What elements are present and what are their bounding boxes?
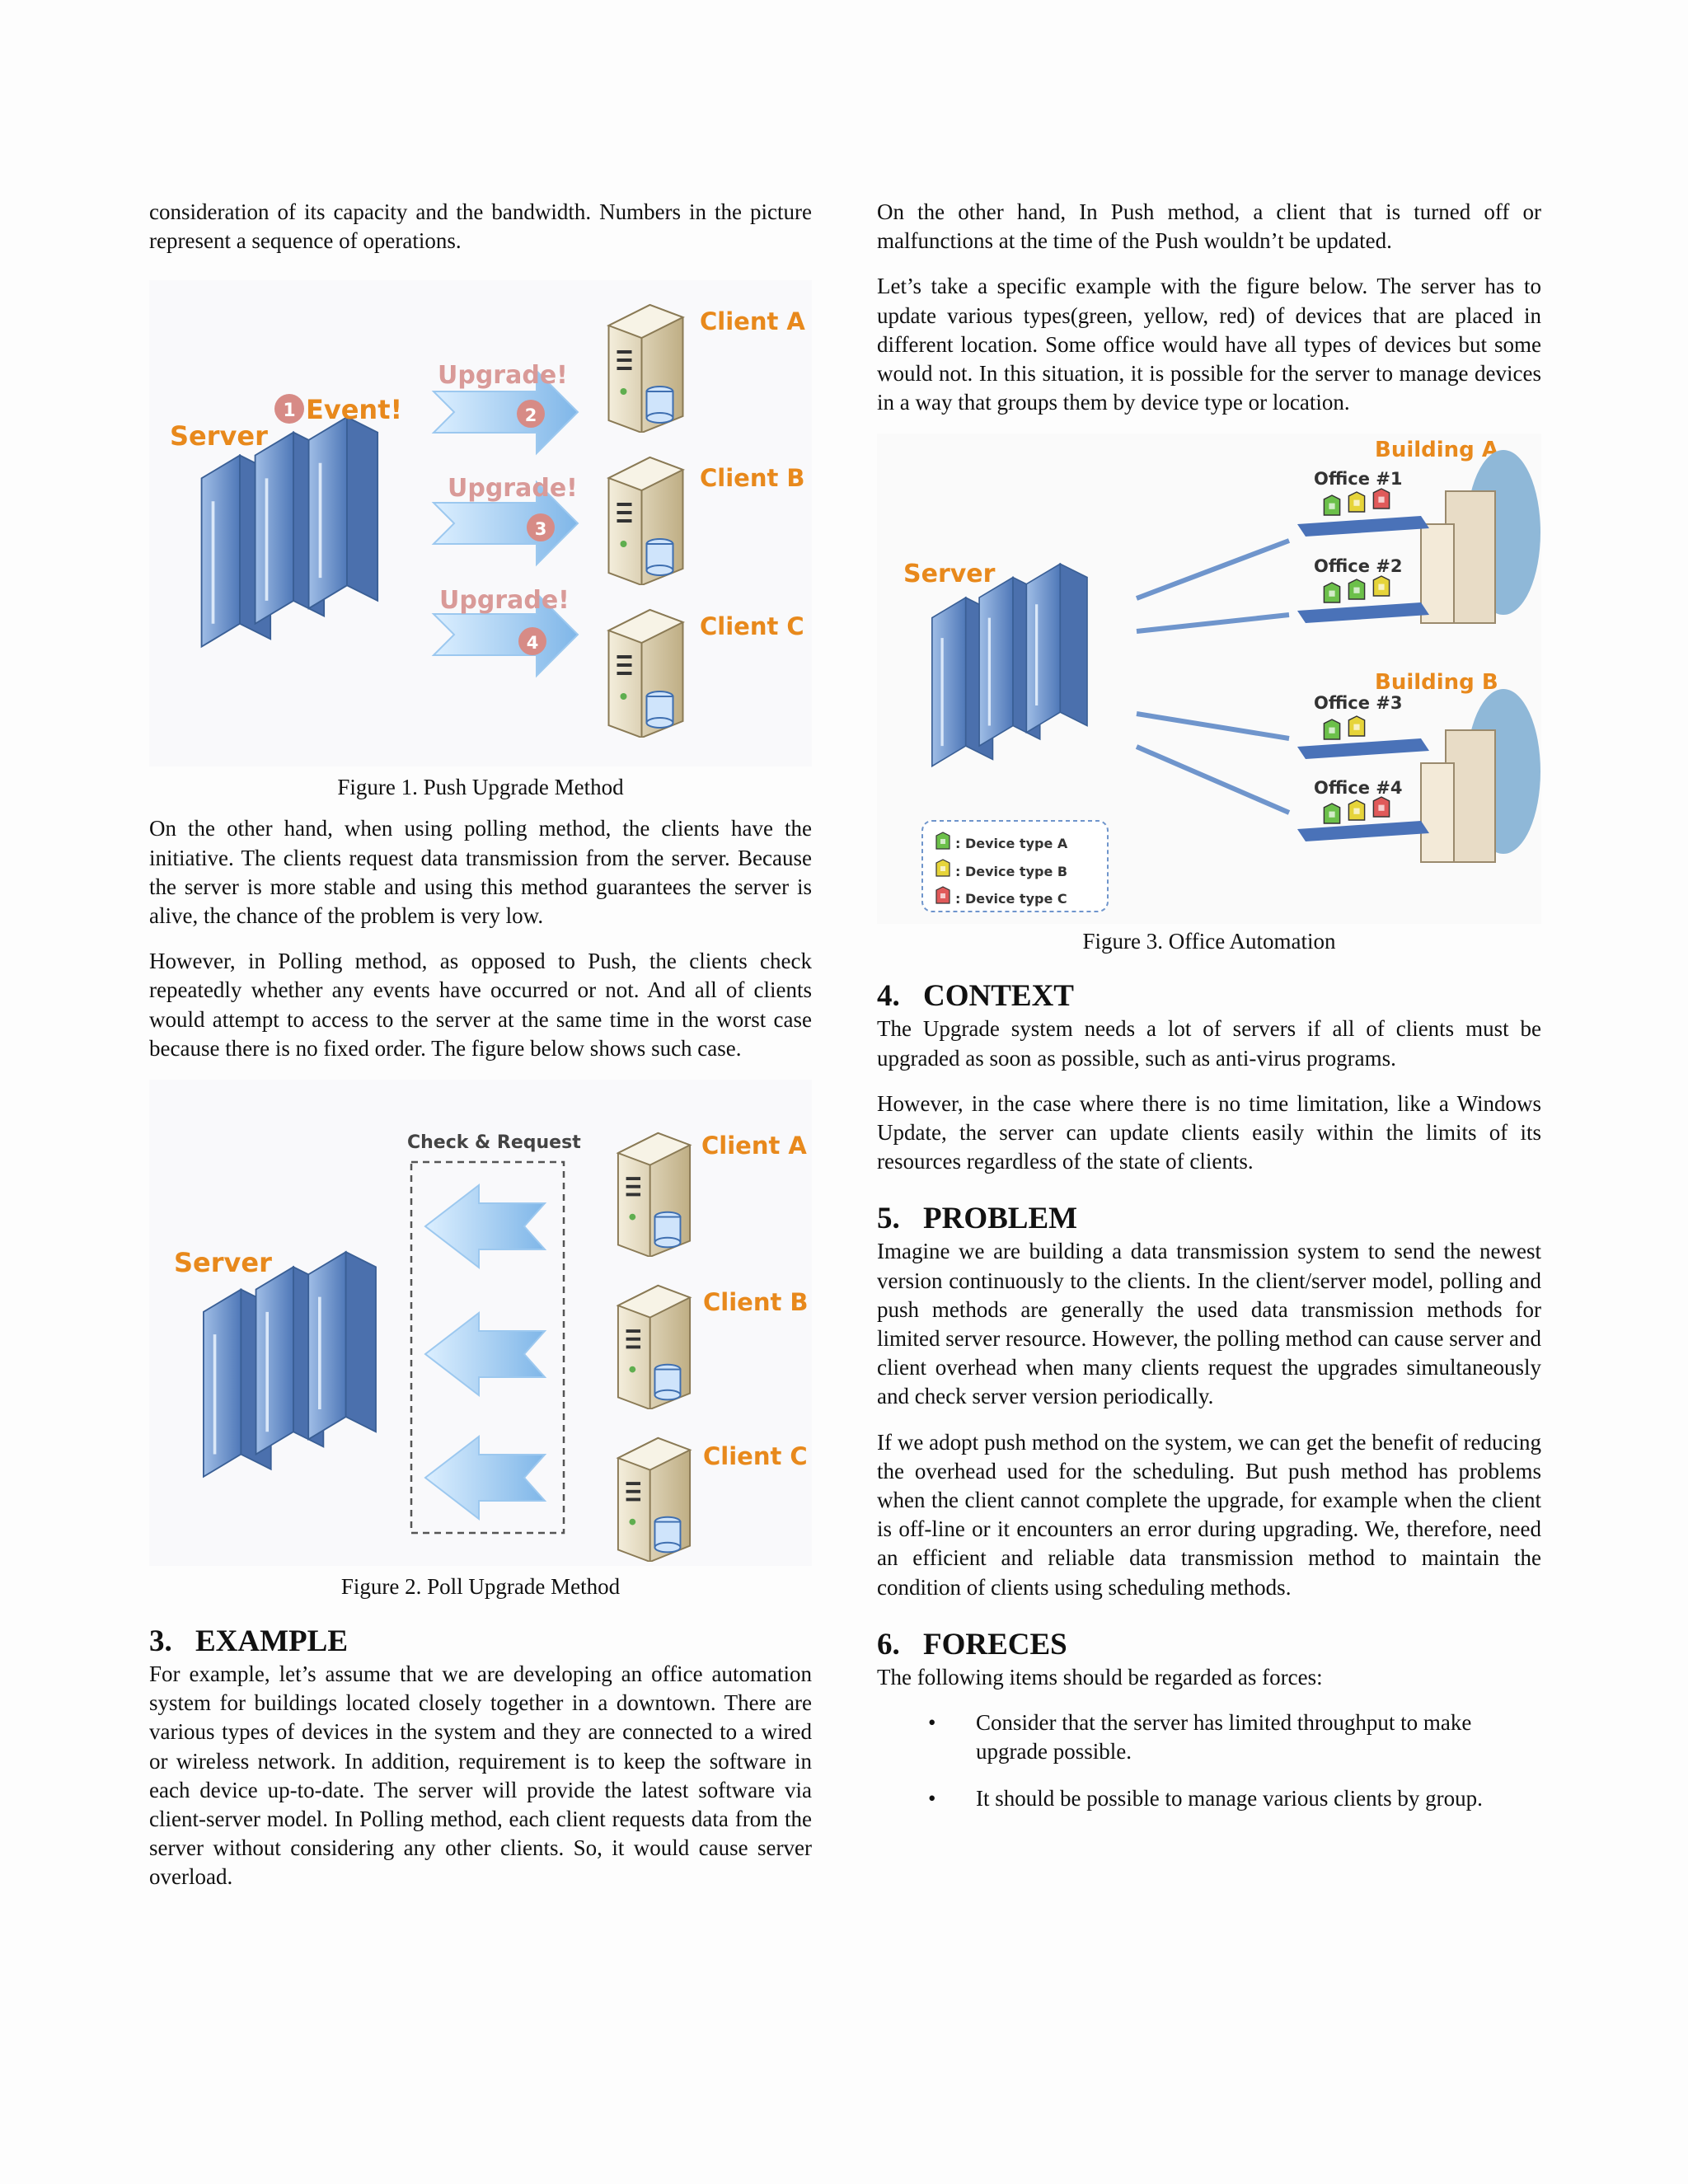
office-1-label: Office #1 [1314,469,1402,489]
building-a-icon [1420,450,1540,625]
figure-3-office-automation: Server Building A Office #1 Office #2 Bu… [877,434,1541,925]
paragraph-however-polling: However, in Polling method, as opposed t… [149,949,812,1061]
client-c-label: Client C [703,1442,808,1470]
paragraph-example: For example, let’s assume that we are de… [149,1661,812,1890]
office-2-label: Office #2 [1314,556,1402,576]
section-5-heading: 5.PROBLEM [877,1202,1078,1236]
right-column: On the other hand, In Push method, a cli… [877,198,1541,1832]
svg-text:Upgrade!: Upgrade! [438,361,568,390]
server-label: Server [170,420,268,452]
building-b-icon [1420,689,1540,864]
legend-type-b: : Device type B [955,864,1067,879]
svg-text:Upgrade!: Upgrade! [439,586,570,615]
paragraph-problem-2: If we adopt push method on the system, w… [877,1429,1541,1600]
forces-list: •Consider that the server has limited th… [877,1708,1541,1814]
svg-text:4: 4 [527,633,539,653]
server-label: Server [174,1247,272,1278]
section-6-heading: 6.FORECES [877,1627,1067,1661]
left-column: consideration of its capacity and the ba… [149,198,812,1909]
legend-type-c: : Device type C [955,891,1067,907]
client-a-label: Client A [701,1132,807,1160]
svg-text:Upgrade!: Upgrade! [448,474,578,503]
building-a-label: Building A [1375,438,1498,462]
client-b-label: Client B [700,464,805,492]
client-b-label: Client B [703,1288,809,1316]
poll-arrow-1 [424,1183,547,1270]
figure-2-caption: Figure 2. Poll Upgrade Method [340,1574,621,1600]
poll-arrow-3 [424,1435,547,1521]
client-a-label: Client A [700,307,805,335]
office-3-shelf [1297,715,1429,760]
svg-text:2: 2 [525,405,537,425]
check-request-label: Check & Request [407,1132,581,1153]
device-legend: : Device type A : Device type B : Device… [921,820,1109,913]
client-b-icon [617,1284,692,1410]
upgrade-arrow-2: Upgrade! 3 [431,474,579,567]
upgrade-arrow-1: Upgrade! 2 [431,361,579,456]
figure-1-push-upgrade: Server 1 Event! Upgrade! 2 Upgrade! 3 Up… [149,280,812,767]
event-label: Event! [306,394,402,425]
building-b-label: Building B [1375,670,1498,695]
client-a-icon [607,304,684,434]
office-2-shelf [1297,575,1429,624]
figure-3-caption: Figure 3. Office Automation [1082,929,1336,954]
client-c-icon [607,609,684,738]
client-a-icon [617,1132,692,1258]
figure-1-diagram: Server 1 Event! Upgrade! 2 Upgrade! 3 Up… [149,280,812,767]
svg-text:1: 1 [283,401,295,421]
legend-type-a: : Device type A [955,836,1068,851]
paragraph-capacity: consideration of its capacity and the ba… [149,199,812,254]
client-b-icon [607,457,684,586]
check-request-box [410,1160,565,1535]
server-label: Server [903,560,996,588]
figure-2-poll-upgrade: Server Check & Request Client A Client B… [149,1080,812,1567]
list-item: •Consider that the server has limited th… [928,1710,1472,1765]
paragraph-context-2: However, in the case where there is no t… [877,1090,1541,1174]
paragraph-forces: The following items should be regarded a… [877,1664,1323,1690]
paragraph-specific-example: Let’s take a specific example with the f… [877,274,1541,415]
office-4-shelf [1297,796,1429,842]
office-4-label: Office #4 [1314,778,1402,798]
svg-text:3: 3 [535,519,547,539]
client-c-label: Client C [700,612,804,640]
list-item: •It should be possible to manage various… [928,1786,1483,1811]
paragraph-context-1: The Upgrade system needs a lot of server… [877,1016,1541,1071]
client-c-icon [617,1436,692,1563]
poll-arrow-2 [424,1311,547,1398]
section-4-heading: 4.CONTEXT [877,979,1074,1014]
paragraph-polling: On the other hand, when using polling me… [149,816,812,929]
office-3-label: Office #3 [1314,693,1402,713]
upgrade-arrow-3: Upgrade! 4 [431,586,579,678]
step-1-badge [274,394,304,424]
figure-2-diagram: Server Check & Request Client A Client B… [149,1080,812,1567]
section-3-heading: 3.EXAMPLE [149,1624,348,1659]
paragraph-push-offline: On the other hand, In Push method, a cli… [877,199,1541,254]
paragraph-problem-1: Imagine we are building a data transmiss… [877,1239,1541,1409]
office-1-shelf [1297,488,1429,537]
figure-1-caption: Figure 1. Push Upgrade Method [337,775,624,800]
connection-arrows [1135,538,1291,816]
figure-3-diagram: Server Building A Office #1 Office #2 Bu… [877,434,1541,925]
